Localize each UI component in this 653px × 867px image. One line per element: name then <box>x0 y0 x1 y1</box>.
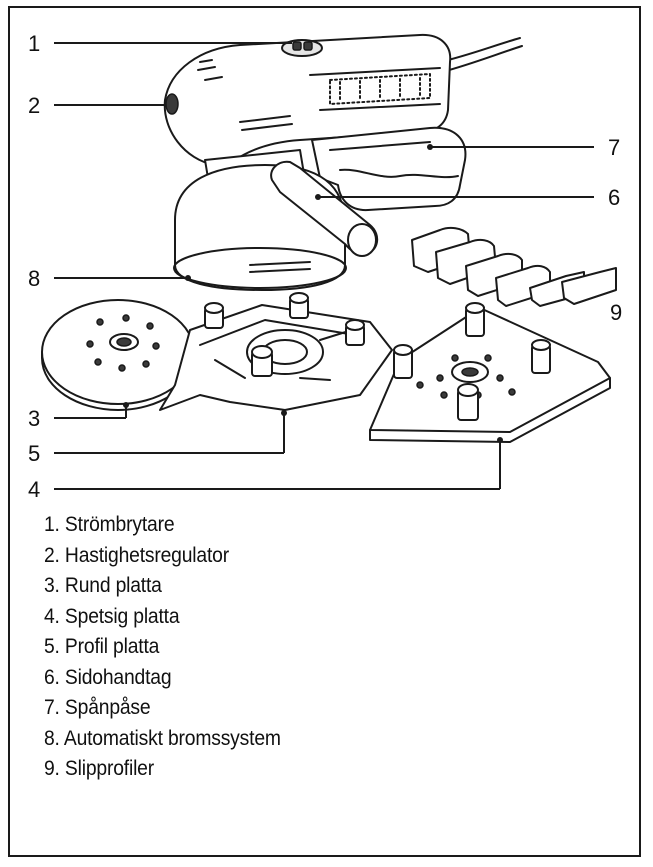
callout-9: 9 <box>610 300 622 325</box>
callout-6: 6 <box>608 185 620 210</box>
legend-item: 5. Profil platta <box>44 635 160 658</box>
callout-4: 4 <box>28 477 40 502</box>
legend-item: 6. Sidohandtag <box>44 665 172 689</box>
triangle-pad <box>369 302 611 443</box>
callout-3: 3 <box>28 406 40 431</box>
legend-item: 4. Spetsig platta <box>44 604 180 628</box>
power-cord <box>439 37 523 73</box>
profile-plate <box>159 292 393 411</box>
speed-dial <box>165 93 179 115</box>
callout-7: 7 <box>608 135 620 160</box>
round-pad <box>41 299 195 411</box>
callout-1: 1 <box>28 31 40 56</box>
grip-texture <box>329 73 431 105</box>
legend-item: 2. Hastighetsregulator <box>44 543 229 567</box>
parts-legend: 1. Strömbrytare 2. Hastighetsregulator 3… <box>44 510 301 785</box>
legend-item: 7. Spånpåse <box>44 696 151 719</box>
legend-item: 3. Rund platta <box>44 574 162 597</box>
motor-vents <box>197 59 293 131</box>
callout-2: 2 <box>28 93 40 118</box>
legend-item: 9. Slipprofiler <box>44 757 154 780</box>
leader-lines <box>54 42 594 490</box>
callout-8: 8 <box>28 266 40 291</box>
figure-frame <box>8 6 641 857</box>
sanding-profiles <box>411 226 617 307</box>
legend-item: 1. Strömbrytare <box>44 513 175 536</box>
callout-5: 5 <box>28 441 40 466</box>
dust-bag <box>311 126 467 212</box>
legend-item: 8. Automatiskt bromssystem <box>44 726 281 750</box>
side-handle <box>270 160 379 257</box>
